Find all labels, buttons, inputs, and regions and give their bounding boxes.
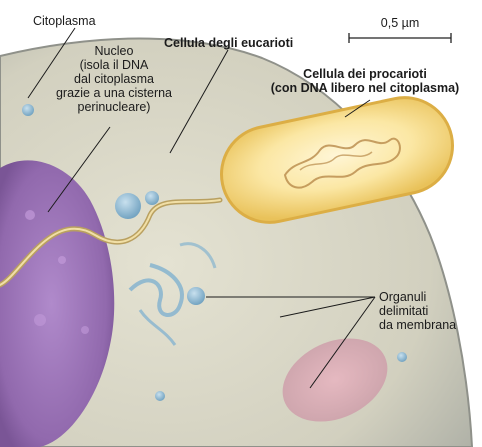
label-organelles: Organuli delimitati da membrana — [379, 290, 456, 332]
leader-lines — [27, 27, 376, 389]
label-nucleus-line: perinucleare) — [77, 100, 151, 114]
organelle-pink — [282, 338, 388, 422]
vesicle — [115, 193, 141, 219]
label-prokaryotic-line: Cellula dei procarioti — [303, 67, 427, 81]
label-organelles-line: delimitati — [379, 304, 429, 318]
endoplasmic-reticulum — [128, 263, 184, 317]
vesicle — [145, 191, 159, 205]
label-nucleus-line: (isola il DNA — [79, 58, 149, 72]
label-nucleus-line: dal citoplasma — [74, 72, 154, 86]
bacterial-dna — [283, 137, 401, 189]
label-prokaryotic-cell: Cellula dei procarioti (con DNA libero n… — [254, 67, 476, 95]
label-cytoplasm: Citoplasma — [33, 14, 96, 28]
label-nucleus: Nucleo (isola il DNA dal citoplasma graz… — [54, 44, 174, 114]
label-organelles-line: da membrana — [379, 318, 457, 332]
vesicle — [155, 391, 165, 401]
vesicle — [22, 104, 34, 116]
vesicle — [187, 287, 205, 305]
label-prokaryotic-line: (con DNA libero nel citoplasma) — [270, 81, 460, 95]
label-organelles-line: Organuli — [379, 290, 427, 304]
label-eukaryotic-cell: Cellula degli eucarioti — [164, 36, 294, 50]
vesicle — [397, 352, 407, 362]
label-nucleus-line: grazie a una cisterna — [55, 86, 173, 100]
label-scale-bar: 0,5 µm — [380, 16, 420, 30]
prokaryotic-cell-shape — [220, 96, 454, 224]
label-nucleus-line: Nucleo — [94, 44, 134, 58]
